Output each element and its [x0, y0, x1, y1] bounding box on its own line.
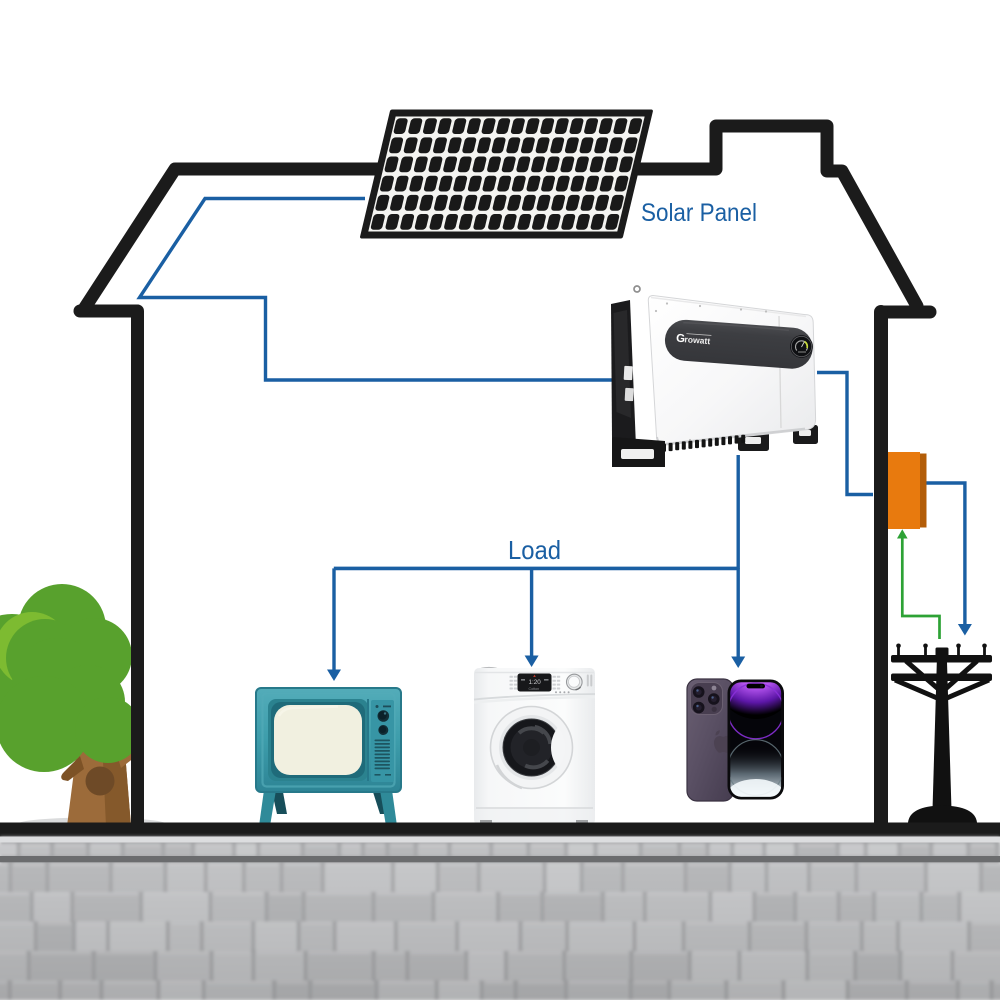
- svg-text:Load: Load: [508, 535, 561, 565]
- svg-text:rowatt: rowatt: [684, 334, 711, 346]
- svg-text:Cotton: Cotton: [529, 687, 540, 691]
- svg-text:G: G: [676, 333, 686, 346]
- svg-text:1:20: 1:20: [529, 679, 542, 686]
- svg-text:Solar Panel: Solar Panel: [641, 199, 757, 227]
